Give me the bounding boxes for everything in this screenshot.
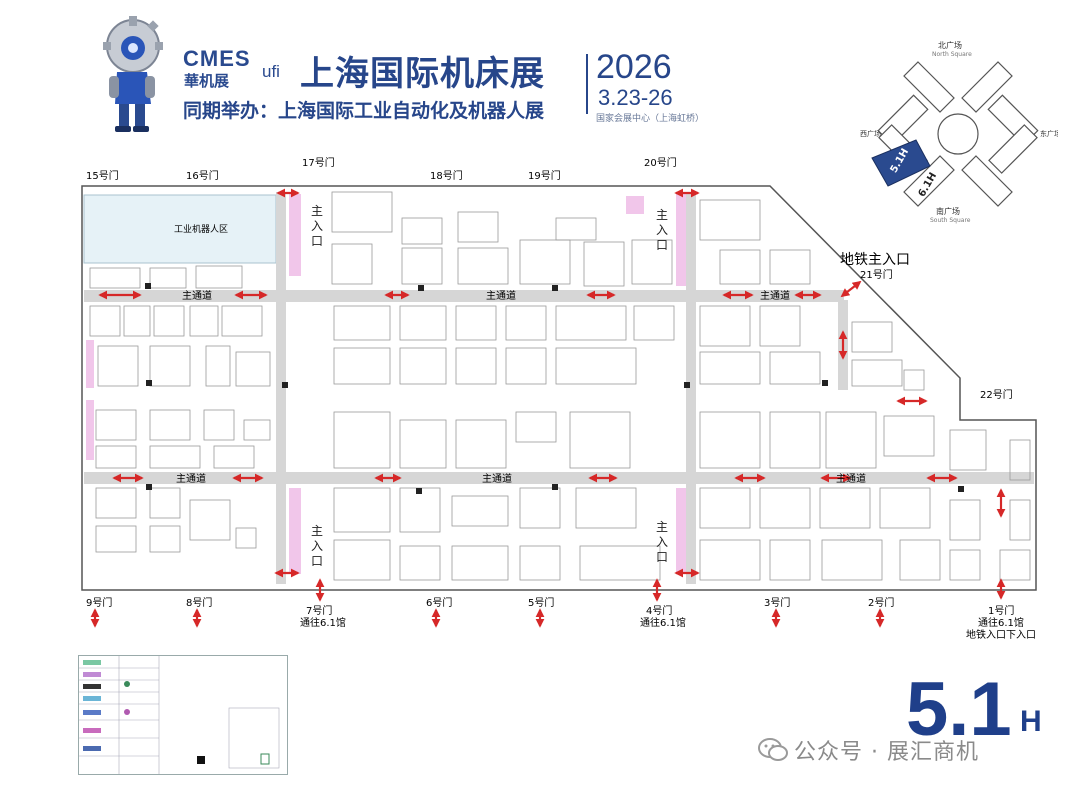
main-aisle-label-2: 主通道: [486, 289, 516, 302]
pillars: [145, 283, 964, 494]
main-aisle-upper: [84, 290, 844, 302]
double-arrow-icon-group: [98, 188, 1006, 602]
exhibition-subtitle: 同期举办：上海国际工业自动化及机器人展: [183, 100, 545, 122]
locator-north-en: North Square: [932, 51, 972, 58]
door-22-label: 22号门: [980, 388, 1013, 401]
door-6-label: 6号门: [426, 596, 452, 609]
locator-west-label: 西广场: [860, 129, 881, 138]
hall-suffix: H: [1020, 705, 1042, 738]
cross-aisle-mid: [686, 192, 696, 584]
door-8-label: 8号门: [186, 596, 212, 609]
robot-zone-label: 工业机器人区: [174, 223, 228, 235]
door-4-destination: 通往6.1馆: [640, 616, 686, 629]
exhibition-dates: 3.23-26: [598, 85, 673, 110]
metro-sub-entry-label: 地铁入口下入口: [966, 628, 1036, 641]
main-entry-label-3: 主入口: [310, 524, 323, 568]
main-entry-label-1: 主入口: [310, 204, 323, 248]
header-divider: [586, 54, 588, 114]
main-aisle-label-3: 主通道: [760, 289, 790, 302]
pink-strip-4: [676, 488, 686, 574]
pink-strip-5: [626, 196, 644, 214]
locator-north-label: 北广场: [938, 40, 962, 50]
main-entry-label-2: 主入口: [655, 208, 668, 252]
venue-locator-map: 北广场 North Square 南广场 South Square 西广场 东广…: [860, 40, 1058, 224]
locator-south-label: 南广场: [936, 206, 960, 216]
main-aisle-label-6: 主通道: [836, 472, 866, 485]
map-legend: [78, 655, 288, 775]
door-9-label: 9号门: [86, 596, 112, 609]
booth-grid: [89, 191, 1031, 581]
cmes-cn-logo-text: 華机展: [184, 72, 230, 90]
door-7-label: 7号门: [306, 604, 332, 617]
main-aisle-lower: [84, 472, 1034, 484]
wechat-watermark-text: 公众号 · 展汇商机: [794, 740, 979, 765]
door-18-label: 18号门: [430, 169, 463, 182]
door-1-destination: 通往6.1馆: [978, 616, 1024, 629]
locator-east-label: 东广场: [1040, 129, 1058, 138]
door-17-label: 17号门: [302, 156, 335, 169]
door-7-destination: 通往6.1馆: [300, 616, 346, 629]
wechat-watermark: 公众号 · 展汇商机: [758, 734, 979, 766]
robot-mascot-icon: [103, 16, 163, 132]
metro-main-entry-label: 地铁主入口: [840, 252, 910, 268]
door-20-label: 20号门: [644, 156, 677, 169]
cmes-logo-text: CMES: [183, 46, 251, 71]
pink-strip-2: [676, 194, 686, 286]
exhibition-title: 上海国际机床展: [300, 54, 545, 94]
door-16-label: 16号门: [186, 169, 219, 182]
locator-south-en: South Square: [930, 217, 971, 224]
door-4-label: 4号门: [646, 604, 672, 617]
cross-aisle-left: [276, 192, 286, 584]
pink-strip-7: [86, 340, 94, 388]
door-2-label: 2号门: [868, 596, 894, 609]
pink-strip-6: [86, 400, 94, 460]
main-aisle-label-4: 主通道: [176, 472, 206, 485]
pink-strip-3: [289, 488, 301, 574]
main-aisle-label-5: 主通道: [482, 472, 512, 485]
door-21-label: 21号门: [860, 268, 893, 281]
door-5-label: 5号门: [528, 596, 554, 609]
pink-strip-1: [289, 194, 301, 276]
exhibition-year: 2026: [596, 48, 672, 86]
hall-outline: [81, 185, 1037, 591]
wechat-icon: [758, 738, 788, 761]
door-15-label: 15号门: [86, 169, 119, 182]
door-arrow-icon-group: [90, 608, 885, 628]
door-1-label: 1号门: [988, 604, 1014, 617]
door-3-label: 3号门: [764, 596, 790, 609]
ufi-logo-text: ufi: [262, 62, 280, 81]
hall-number: 5.1: [906, 667, 1012, 752]
main-entry-label-4: 主入口: [655, 520, 668, 564]
door-19-label: 19号门: [528, 169, 561, 182]
exhibition-venue: 国家会展中心（上海虹桥）: [596, 114, 705, 124]
main-aisle-label-1: 主通道: [182, 289, 212, 302]
